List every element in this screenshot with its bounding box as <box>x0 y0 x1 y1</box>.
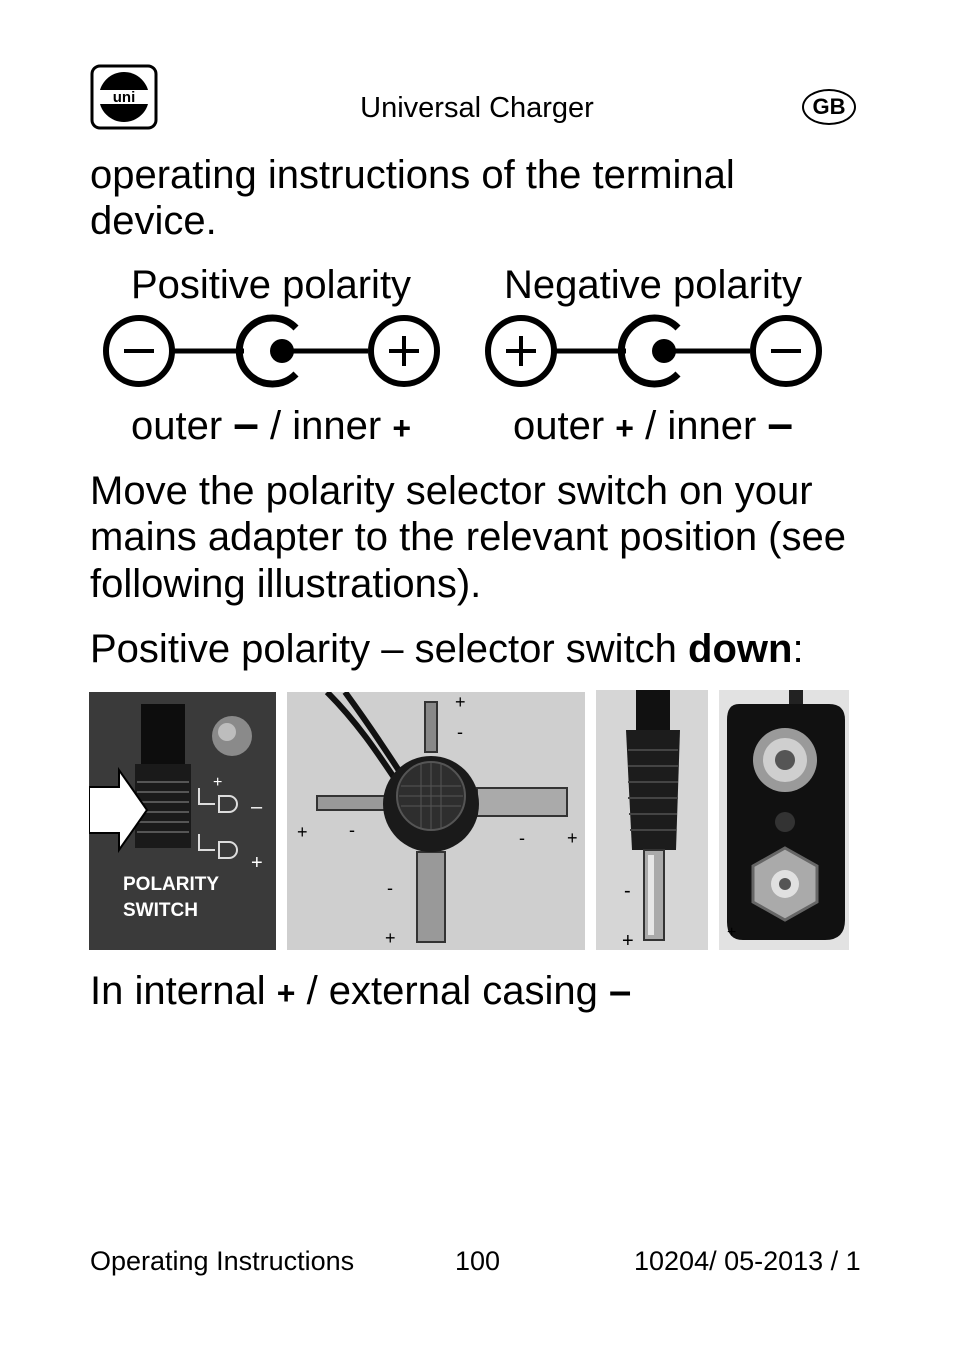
language-badge: GB <box>802 89 856 125</box>
instruction-line-1: Move the polarity selector switch on you… <box>90 469 813 513</box>
minus-circle-icon <box>750 315 822 387</box>
plus-circle-icon <box>485 315 557 387</box>
intro-line-2: device. <box>90 199 217 243</box>
switch-minus-label: – <box>251 796 263 818</box>
selector-instruction: Positive polarity – selector switch down… <box>90 627 804 671</box>
arrow-right-icon <box>89 766 149 854</box>
left-plus-label: + <box>297 822 308 842</box>
right-plus-label: + <box>567 828 578 848</box>
positive-polarity-heading: Positive polarity <box>130 263 412 307</box>
cross-adapter-photo: + - + - - + - + <box>287 692 585 950</box>
negative-polarity-diagram <box>485 314 822 388</box>
footer-right: 10204/ 05-2013 / 1 <box>634 1246 861 1276</box>
instruction-line-2: mains adapter to the relevant position (… <box>90 515 846 559</box>
page-number: 100 <box>455 1246 501 1276</box>
top-minus-label: - <box>457 722 463 742</box>
center-connector-icon <box>617 314 681 388</box>
bottom-minus-label: - <box>387 878 393 898</box>
negative-polarity-caption: outer + / inner – <box>513 397 793 449</box>
plus-circle-icon <box>368 315 440 387</box>
header-title: Universal Charger <box>360 92 594 124</box>
battery-clip-photo: + <box>719 690 849 950</box>
polarity-switch-photo: + – + POLARITY SWITCH <box>89 692 276 950</box>
intro-line-1: operating instructions of the terminal <box>90 153 735 197</box>
positive-polarity-caption: outer – / inner + <box>131 397 411 449</box>
right-minus-label: - <box>519 828 525 848</box>
clip-plus-label: + <box>727 924 737 941</box>
polarity-switch-text-1: POLARITY <box>123 874 220 895</box>
brand-logo: uni <box>90 64 158 130</box>
plug-plus-label: + <box>622 930 634 950</box>
casing-instruction: In internal + / external casing – <box>90 969 632 1013</box>
footer-left: Operating Instructions <box>90 1246 355 1276</box>
instruction-line-3: following illustrations). <box>90 562 482 606</box>
top-plus-label: + <box>455 692 466 712</box>
barrel-plug-photo: - + <box>596 690 708 950</box>
switch-plus-label: + <box>213 774 223 791</box>
positive-polarity-diagram <box>103 314 440 388</box>
polarity-switch-text-2: SWITCH <box>123 900 198 921</box>
plug-minus-label: - <box>624 880 631 902</box>
left-minus-label: - <box>349 820 355 840</box>
switch-plus-label-2: + <box>251 852 263 874</box>
svg-text:uni: uni <box>113 89 136 106</box>
center-connector-icon <box>235 314 299 388</box>
negative-polarity-heading: Negative polarity <box>504 263 802 307</box>
bottom-plus-label: + <box>385 928 396 948</box>
minus-circle-icon <box>103 315 175 387</box>
